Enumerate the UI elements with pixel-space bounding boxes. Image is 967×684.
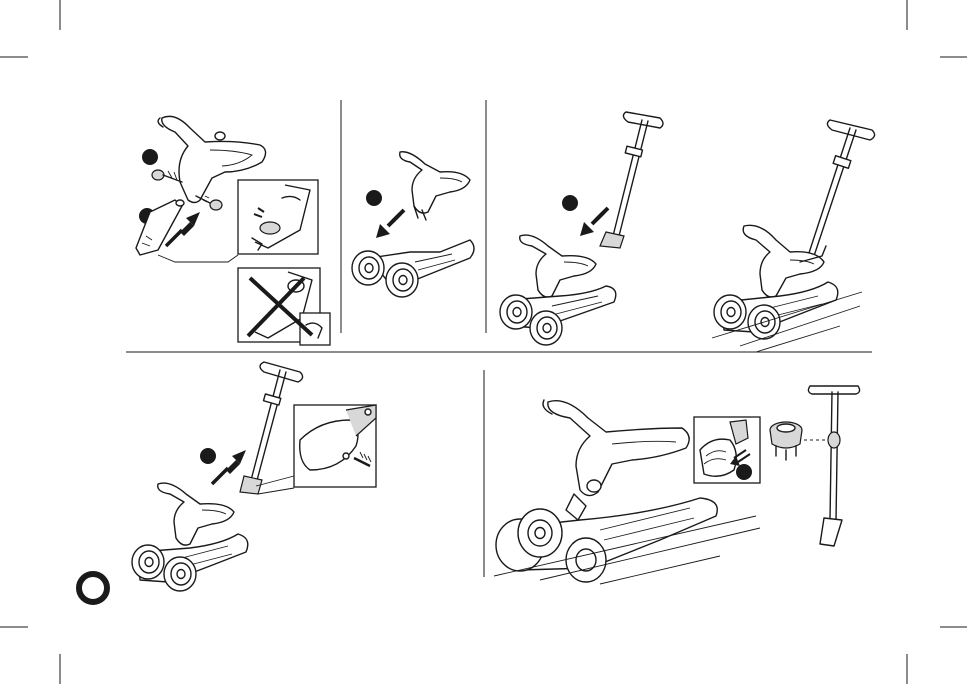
step-scooter-mode-riding	[712, 120, 875, 352]
step-marker-icon	[142, 149, 158, 165]
step-attach-seat-bolt	[136, 116, 330, 345]
step-insert-steering-column	[500, 112, 663, 345]
push-arrow-icon	[376, 210, 404, 238]
step-marker-icon	[366, 190, 382, 206]
step-insert-seat-into-deck	[352, 152, 474, 297]
step-marker-icon	[200, 448, 216, 464]
step-marker-icon	[562, 195, 578, 211]
push-arrow-icon	[580, 208, 608, 236]
step-lock-column-clip	[132, 362, 376, 591]
push-arrow-icon	[212, 450, 246, 484]
step-remove-steering-column-cap	[494, 386, 860, 584]
page-marker-ring-icon	[79, 574, 107, 602]
step-marker-icon	[736, 464, 752, 480]
